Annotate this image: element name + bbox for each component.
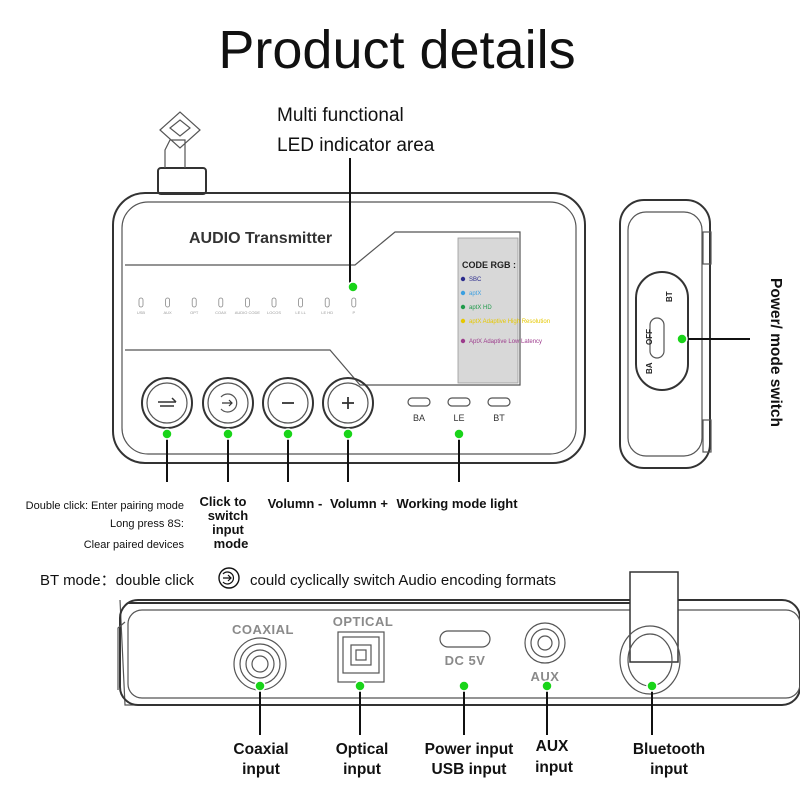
back-panel: COAXIAL OPTICAL DC 5V AUX	[117, 571, 800, 706]
led-indicator-label: USB	[137, 310, 146, 315]
mode-label-ba: BA	[413, 413, 425, 423]
code-color-dot	[460, 318, 466, 324]
working-mode-marker	[453, 428, 465, 440]
switch-marker	[676, 333, 688, 345]
power-mode-switch[interactable]	[635, 271, 689, 391]
led-indicator-label: OPT	[190, 310, 199, 315]
led-indicator	[244, 297, 250, 308]
led-indicator	[191, 297, 197, 308]
bluetooth-marker	[646, 680, 658, 692]
power-marker	[458, 680, 470, 692]
code-color-dot	[460, 290, 466, 296]
led-area-marker	[347, 281, 359, 293]
mode-light-ba	[407, 397, 431, 407]
dc-port-label: DC 5V	[445, 653, 486, 668]
volume-up-button[interactable]	[322, 377, 374, 429]
bluetooth-callout-2: input	[650, 761, 688, 778]
code-item-label: aptX Adaptive High Resolution	[469, 319, 550, 325]
bt-note-before: BT mode：double click	[40, 572, 194, 589]
led-callout-line1: Multi functional	[277, 105, 404, 126]
side-device: OFF BA BT	[619, 199, 712, 469]
led-indicator	[324, 297, 330, 308]
volume-down-marker	[282, 428, 294, 440]
switch-label-bt: BT	[665, 291, 674, 302]
mode-light-le	[447, 397, 471, 407]
switch-label-off: OFF	[645, 329, 654, 345]
led-indicator	[351, 297, 357, 308]
code-color-dot	[460, 276, 466, 282]
code-item-label: AptX Adaptive Low Latency	[469, 339, 542, 345]
led-indicator-label: LE LL	[295, 310, 306, 315]
pairing-note-1: Double click: Enter pairing mode	[26, 500, 184, 512]
led-indicator	[298, 297, 304, 308]
power-callout-2: USB input	[432, 761, 507, 778]
volume-up-note: Volumn +	[330, 496, 388, 511]
led-indicator-label: LOCOS	[267, 310, 281, 315]
code-item-label: aptX HD	[469, 305, 492, 311]
optical-port	[337, 631, 385, 683]
optical-port-label: OPTICAL	[333, 614, 394, 629]
mode-label-le: LE	[453, 413, 464, 423]
led-indicator	[165, 297, 171, 308]
coaxial-callout-1: Coaxial	[233, 741, 288, 758]
led-indicator-label: P	[352, 310, 355, 315]
switch-input-note-1: Click to	[200, 494, 247, 509]
optical-callout-2: input	[343, 761, 381, 778]
led-indicator	[138, 297, 144, 308]
device-label: AUDIO Transmitter	[189, 230, 332, 247]
led-indicator-label: AUX	[163, 310, 172, 315]
input-switch-icon	[218, 567, 240, 589]
aux-callout-2: input	[535, 759, 573, 776]
led-callout-line2: LED indicator area	[277, 135, 435, 156]
led-indicator-label: COAX	[215, 310, 227, 315]
input-switch-button[interactable]	[202, 377, 254, 429]
optical-callout-1: Optical	[336, 741, 389, 758]
antenna-top	[157, 111, 207, 195]
switch-input-note-3: input	[212, 522, 244, 537]
code-item-label: SBC	[469, 277, 482, 283]
coaxial-callout-2: input	[242, 761, 280, 778]
aux-callout-1: AUX	[536, 738, 569, 755]
led-indicator	[218, 297, 224, 308]
code-color-dot	[460, 338, 466, 344]
aux-port	[524, 622, 566, 664]
power-callout-1: Power input	[425, 741, 514, 758]
led-indicator-row: USB AUX OPT COAX AUDIO CODE LOCOS LE LL LE HD P	[137, 297, 357, 315]
bluetooth-antenna[interactable]	[619, 571, 681, 695]
pairing-note-2: Long press 8S:	[110, 518, 184, 530]
volume-down-button[interactable]	[262, 377, 314, 429]
volume-up-marker	[342, 428, 354, 440]
coaxial-port-label: COAXIAL	[232, 622, 294, 637]
code-color-dot	[460, 304, 466, 310]
dc-usb-port	[439, 630, 491, 648]
pairing-marker	[161, 428, 173, 440]
pairing-note-3: Clear paired devices	[84, 539, 185, 551]
bluetooth-callout-1: Bluetooth	[633, 741, 705, 758]
code-item-label: aptX	[469, 291, 481, 297]
aux-port-label: AUX	[531, 669, 560, 684]
switch-label-ba: BA	[645, 362, 654, 374]
switch-input-note-2: switch	[208, 508, 249, 523]
switch-input-note-4: mode	[214, 536, 249, 551]
mode-label-bt: BT	[493, 413, 505, 423]
optical-marker	[354, 680, 366, 692]
code-rgb-title: CODE RGB :	[462, 260, 516, 270]
led-indicator-label: LE HD	[321, 310, 333, 315]
led-indicator	[271, 297, 277, 308]
led-indicator-label: AUDIO CODE	[235, 310, 261, 315]
coaxial-marker	[254, 680, 266, 692]
page-title: Product details	[218, 20, 575, 80]
working-mode-note: Working mode light	[396, 496, 518, 511]
code-rgb-list: SBC aptX aptX HD aptX Adaptive High Resolut…	[460, 276, 550, 345]
code-rgb-panel	[457, 237, 519, 384]
aux-marker	[541, 680, 553, 692]
switch-input-marker	[222, 428, 234, 440]
mode-light-bt	[487, 397, 511, 407]
pairing-button[interactable]	[141, 377, 193, 429]
bt-note-after: could cyclically switch Audio encoding f…	[250, 572, 556, 589]
volume-down-note: Volumn -	[268, 496, 323, 511]
switch-callout: Power/ mode switch	[767, 278, 784, 427]
